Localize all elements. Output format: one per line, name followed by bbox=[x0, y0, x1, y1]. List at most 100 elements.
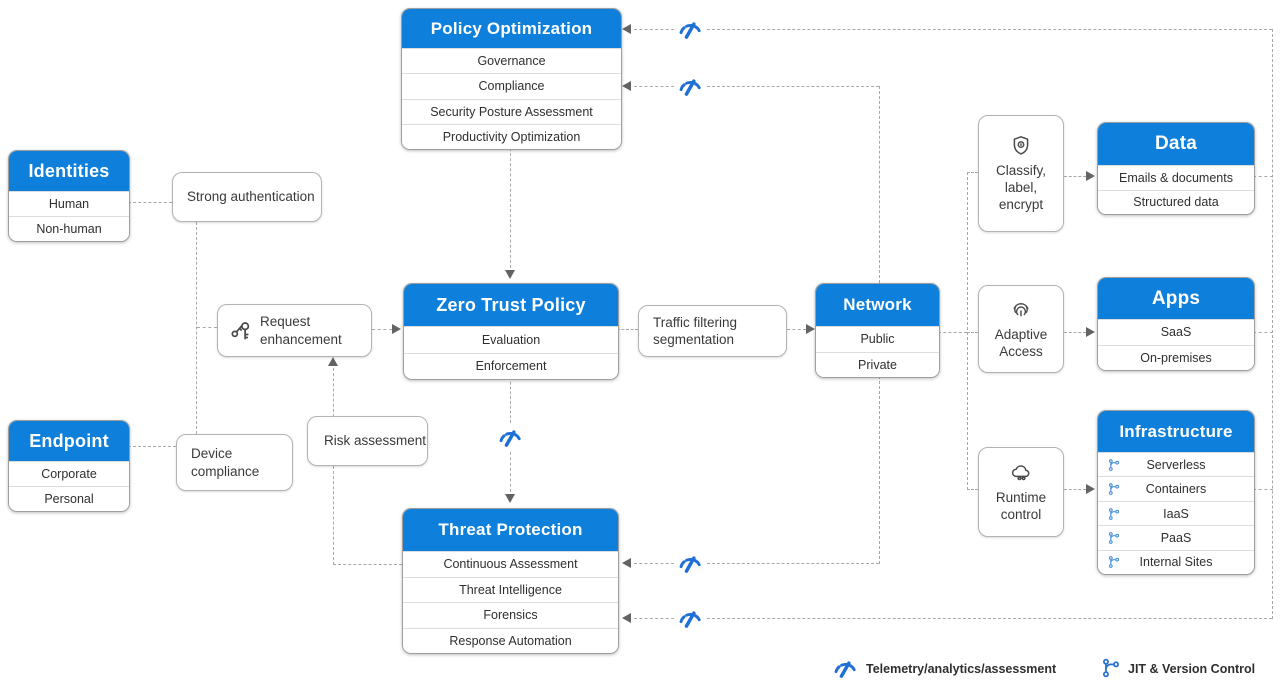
table-row: Enforcement bbox=[404, 352, 618, 379]
dashed-connector bbox=[333, 368, 334, 417]
arrowhead bbox=[622, 558, 631, 568]
dashed-connector bbox=[1064, 176, 1086, 177]
table-row: Internal Sites bbox=[1098, 549, 1254, 574]
dashed-connector bbox=[333, 564, 402, 565]
dashed-connector bbox=[1253, 489, 1273, 490]
telemetry-gauge-icon bbox=[677, 16, 704, 43]
dashed-connector bbox=[707, 86, 879, 87]
jit-legend-label: JIT & Version Control bbox=[1128, 662, 1256, 676]
dashed-connector bbox=[707, 29, 1272, 30]
dashed-connector bbox=[617, 329, 638, 330]
table-row: SaaS bbox=[1098, 319, 1254, 345]
dashed-connector bbox=[967, 489, 978, 490]
arrowhead bbox=[1086, 327, 1095, 337]
table-row: Containers bbox=[1098, 476, 1254, 501]
table-row: Serverless bbox=[1098, 452, 1254, 477]
dashed-connector bbox=[1253, 176, 1273, 177]
dashed-connector bbox=[1064, 332, 1086, 333]
table-row: Structured data bbox=[1098, 189, 1254, 214]
arrowhead bbox=[328, 357, 338, 366]
telemetry-gauge-icon bbox=[677, 550, 704, 577]
arrowhead bbox=[392, 324, 401, 334]
dashed-connector bbox=[634, 618, 674, 619]
device-compliance-callout: Device compliance bbox=[176, 434, 293, 491]
network-title: Network bbox=[816, 284, 939, 326]
callout-label: Classify, label, encrypt bbox=[995, 162, 1046, 213]
dashed-connector bbox=[879, 376, 880, 564]
arrowhead bbox=[505, 270, 515, 279]
strong-authentication-callout: Strong authentication bbox=[172, 172, 322, 222]
dashed-connector bbox=[196, 222, 197, 434]
dashed-connector bbox=[372, 329, 392, 330]
dashed-connector bbox=[128, 446, 176, 447]
apps-box: Apps SaaS On-premises bbox=[1097, 277, 1255, 371]
table-row: Governance bbox=[402, 48, 621, 74]
table-row: Threat Intelligence bbox=[403, 576, 618, 602]
policy-optimization-box: Policy Optimization Governance Complianc… bbox=[401, 8, 622, 150]
dashed-connector bbox=[707, 563, 879, 564]
dashed-connector bbox=[1064, 489, 1086, 490]
dashed-connector bbox=[510, 377, 511, 423]
arrowhead bbox=[505, 494, 515, 503]
table-row: Productivity Optimization bbox=[402, 123, 621, 149]
arrowhead bbox=[622, 81, 631, 91]
table-row: Continuous Assessment bbox=[403, 551, 618, 577]
callout-label: Runtime control bbox=[995, 489, 1047, 522]
dashed-connector bbox=[510, 452, 511, 492]
table-row: Security Posture Assessment bbox=[402, 98, 621, 124]
dashed-connector bbox=[510, 148, 511, 268]
table-row: Non-human bbox=[9, 216, 129, 241]
telemetry-gauge-icon bbox=[677, 605, 704, 632]
table-row: Response Automation bbox=[403, 627, 618, 653]
infrastructure-title: Infrastructure bbox=[1098, 411, 1254, 452]
row-label: Containers bbox=[1145, 482, 1207, 497]
table-row: Emails & documents bbox=[1098, 165, 1254, 190]
table-row: Evaluation bbox=[404, 326, 618, 353]
table-row: Private bbox=[816, 351, 939, 377]
version-control-icon bbox=[1107, 531, 1121, 545]
dashed-connector bbox=[634, 29, 674, 30]
threat-protection-title: Threat Protection bbox=[403, 509, 618, 551]
table-row: Compliance bbox=[402, 73, 621, 99]
data-title: Data bbox=[1098, 123, 1254, 165]
table-row: Personal bbox=[9, 486, 129, 511]
row-label: PaaS bbox=[1160, 530, 1192, 545]
arrowhead bbox=[1086, 171, 1095, 181]
version-control-icon bbox=[1107, 507, 1121, 521]
endpoint-title: Endpoint bbox=[9, 421, 129, 461]
data-box: Data Emails & documents Structured data bbox=[1097, 122, 1255, 215]
endpoint-box: Endpoint Corporate Personal bbox=[8, 420, 130, 512]
telemetry-gauge-icon bbox=[497, 424, 524, 451]
table-row: On-premises bbox=[1098, 344, 1254, 370]
arrowhead bbox=[622, 613, 631, 623]
version-control-icon bbox=[1107, 555, 1121, 569]
callout-label: Adaptive Access bbox=[994, 326, 1048, 359]
adaptive-access-callout: Adaptive Access bbox=[978, 285, 1064, 373]
version-control-icon bbox=[1107, 482, 1121, 496]
request-enhancement-callout: Request enhancement bbox=[217, 304, 372, 357]
runtime-control-callout: Runtime control bbox=[978, 447, 1064, 537]
version-control-icon bbox=[1107, 458, 1121, 472]
dashed-connector bbox=[634, 563, 674, 564]
dashed-connector bbox=[787, 329, 806, 330]
network-box: Network Public Private bbox=[815, 283, 940, 378]
row-label: Serverless bbox=[1146, 457, 1206, 472]
callout-label: Device compliance bbox=[191, 446, 260, 479]
table-row: PaaS bbox=[1098, 525, 1254, 550]
arrowhead bbox=[622, 24, 631, 34]
traffic-filtering-callout: Traffic filtering segmentation bbox=[638, 305, 787, 357]
keys-icon bbox=[228, 318, 254, 344]
callout-label: Traffic filtering segmentation bbox=[653, 314, 738, 347]
identities-box: Identities Human Non-human bbox=[8, 150, 130, 242]
table-row: Forensics bbox=[403, 602, 618, 628]
table-row: Corporate bbox=[9, 461, 129, 486]
telemetry-gauge-icon bbox=[832, 655, 859, 682]
dashed-connector bbox=[1253, 332, 1273, 333]
zero-trust-policy-box: Zero Trust Policy Evaluation Enforcement bbox=[403, 283, 619, 380]
telemetry-gauge-icon bbox=[677, 73, 704, 100]
row-label: IaaS bbox=[1163, 506, 1189, 521]
dashed-connector bbox=[967, 172, 978, 173]
infrastructure-box: Infrastructure Serverless Containers Iaa… bbox=[1097, 410, 1255, 575]
dashed-connector bbox=[967, 332, 978, 333]
